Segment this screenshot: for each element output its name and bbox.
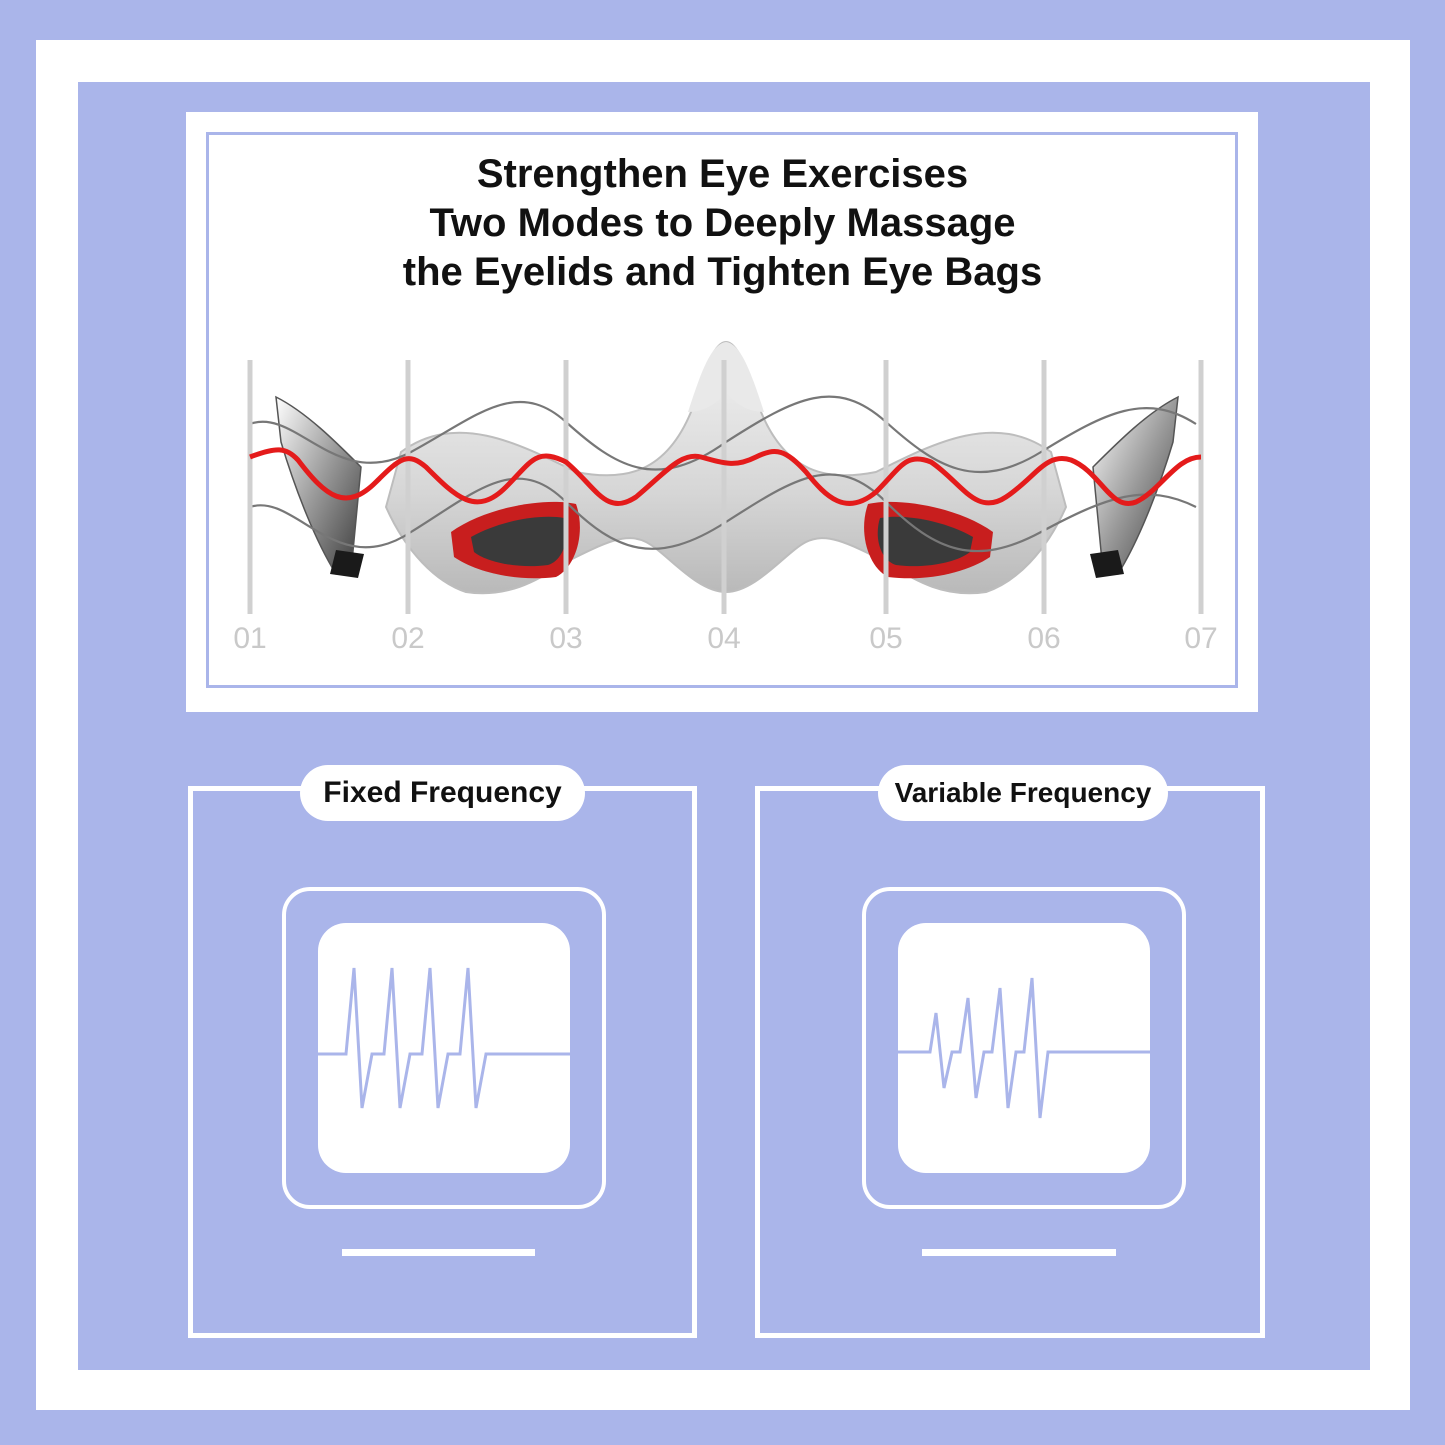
headline-line-3: the Eyelids and Tighten Eye Bags xyxy=(402,250,1043,294)
fixed-monitor-stand xyxy=(342,1249,535,1256)
variable-monitor-frame xyxy=(862,887,1186,1209)
headline-line-1: Strengthen Eye Exercises xyxy=(476,152,969,196)
position-label-03: 03 xyxy=(549,622,582,655)
headline-line-2: Two Modes to Deeply Massage xyxy=(429,201,1016,245)
variable-frequency-label: Variable Frequency xyxy=(878,765,1168,821)
position-markers xyxy=(247,360,1204,614)
position-label-05: 05 xyxy=(869,622,902,655)
position-label-07: 07 xyxy=(1184,622,1217,655)
position-label-02: 02 xyxy=(391,622,424,655)
variable-monitor-stand xyxy=(922,1249,1116,1256)
fixed-frequency-label: Fixed Frequency xyxy=(300,765,585,821)
position-label-04: 04 xyxy=(707,622,740,655)
fixed-monitor-frame xyxy=(282,887,606,1209)
eye-massager-illustration: 01 02 03 04 05 06 07 xyxy=(233,340,1218,655)
variable-waveform-icon xyxy=(898,977,1150,1119)
fixed-waveform-icon xyxy=(318,967,570,1109)
headline: Strengthen Eye Exercises Two Modes to De… xyxy=(0,150,1445,297)
position-label-01: 01 xyxy=(233,622,266,655)
position-label-06: 06 xyxy=(1027,622,1060,655)
left-massage-pad xyxy=(451,501,580,579)
red-massage-wave xyxy=(249,447,1202,507)
top-card-border xyxy=(206,132,1238,688)
right-massage-pad xyxy=(864,501,993,579)
position-labels: 01 02 03 04 05 06 07 xyxy=(233,622,1217,655)
